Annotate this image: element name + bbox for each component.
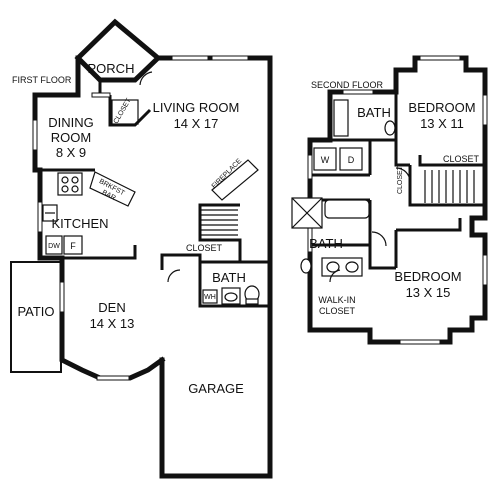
breakfast-bar [89,171,136,207]
living-room-dims: 14 X 17 [174,116,219,131]
bedroom-lower-label: BEDROOM [394,269,461,284]
toilet-lower-icon [300,258,312,274]
window-dining-top [91,92,111,98]
burner-icon [61,176,69,184]
stairs-second-floor [424,170,475,203]
door-arc [167,269,181,283]
fridge-label: F [70,241,76,251]
closet-first-label: CLOSET [186,243,223,253]
bathtub-lower-icon [324,199,370,219]
closet-vertical-label: CLOSET [397,165,404,194]
bedroom-upper-dims: 13 X 11 [420,116,464,131]
den-dims: 14 X 13 [90,316,135,331]
first-floor-interior-walls [35,80,270,308]
walkin-closet-label-2: CLOSET [319,306,356,316]
water-heater-icon [202,289,218,304]
window-bedroom-upper-right [482,94,488,126]
dryer-icon [339,147,363,171]
window-bedroom-lower-right [482,254,488,286]
fridge-icon [63,235,83,255]
second-floor-exterior-wall [307,55,488,345]
door-arc [139,71,153,86]
dining-room-dims: 8 X 9 [56,145,86,160]
window-dining-left [32,119,38,151]
second-floor-label: SECOND FLOOR [311,80,384,90]
burner-icon [71,185,79,193]
porch-label: PORCH [88,61,135,76]
washer-icon [313,147,337,171]
closet-small-outline [111,99,139,125]
dining-room-label-1: DINING [48,115,94,130]
toilet-icon [384,120,396,136]
window-den-bay [96,375,130,381]
walkin-closet-label-1: WALK-IN [318,295,355,305]
window-living-1 [171,55,209,61]
window-den-left [59,281,65,313]
door-arc [371,231,387,247]
bath-upper-label: BATH [357,105,391,120]
burner-icon [71,176,79,184]
closet-small-label: CLOSET [113,97,133,125]
kitchen-label: KITCHEN [51,216,108,231]
burner-icon [61,185,69,193]
window-laundry [307,154,313,180]
first-floor [10,18,273,479]
bedroom-lower-dims: 13 X 15 [406,285,451,300]
second-floor [291,55,488,345]
wh-label: WH [204,294,216,301]
porch-outline [74,18,162,83]
window-bedroom-upper [419,55,461,61]
washer-label: W [321,155,330,165]
bath-first-label: BATH [212,270,246,285]
garage-label: GARAGE [188,381,244,396]
window-kitchen [37,201,43,233]
bathtub-icon [333,99,349,137]
door-arc [329,269,341,283]
living-room-label: LIVING ROOM [153,100,240,115]
patio-label: PATIO [17,304,54,319]
dishwasher-icon [45,235,63,255]
dw-label: DW [48,243,60,250]
bedroom-upper-label: BEDROOM [408,100,475,115]
stairs-first-floor [200,209,238,236]
patio-slab [10,261,62,373]
bath-lower-label: BATH [309,236,343,251]
window-bedroom-lower [399,339,441,345]
first-floor-label: FIRST FLOOR [12,75,72,85]
window-living-2 [211,55,249,61]
fireplace-icon [211,159,259,201]
window-bath-upper [342,89,374,95]
closet-second-label: CLOSET [443,154,480,164]
stove-icon [57,172,83,196]
den-label: DEN [98,300,125,315]
dryer-label: D [348,155,355,165]
door-arc [395,167,411,183]
dining-room-label-2: ROOM [51,130,91,145]
